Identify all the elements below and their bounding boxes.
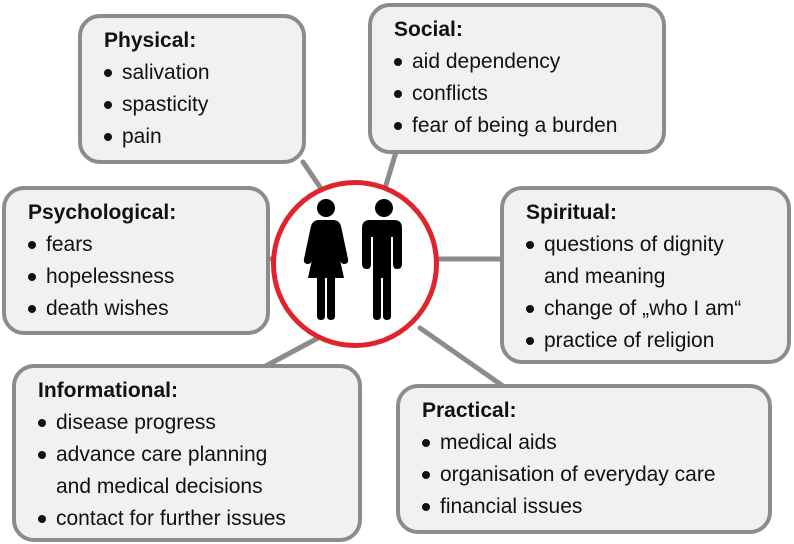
list-item: questions of dignity and meaning <box>526 229 777 293</box>
list-item: hopelessness <box>28 261 256 293</box>
social-box: Social: aid dependency conflicts fear of… <box>368 3 666 154</box>
list-item: disease progress <box>38 407 348 439</box>
practical-title: Practical: <box>422 399 517 422</box>
list-item: change of „who I am“ <box>526 293 777 325</box>
connector-physical <box>300 159 325 193</box>
list-item: financial issues <box>422 491 758 523</box>
woman-and-man-icon <box>303 199 402 320</box>
list-item: fears <box>28 229 256 261</box>
informational-box: Informational: disease progress advance … <box>12 364 362 542</box>
informational-item-line-1: advance care planning <box>56 443 268 466</box>
list-item: spasticity <box>104 89 292 121</box>
spiritual-list: questions of dignity and meaning change o… <box>526 229 777 357</box>
list-item: advance care planning and medical decisio… <box>38 439 348 503</box>
list-item: practice of religion <box>526 325 777 357</box>
list-item: medical aids <box>422 427 758 459</box>
practical-list: medical aids organisation of everyday ca… <box>422 427 758 523</box>
physical-title: Physical: <box>104 29 197 52</box>
physical-list: salivation spasticity pain <box>104 57 292 153</box>
connector-practical <box>417 325 506 389</box>
psychological-title: Psychological: <box>28 201 177 224</box>
spiritual-item-line-2: and meaning <box>544 265 666 288</box>
psychological-box: Psychological: fears hopelessness death … <box>2 186 270 335</box>
social-list: aid dependency conflicts fear of being a… <box>394 46 652 142</box>
spiritual-item-line-1: questions of dignity <box>544 233 724 256</box>
list-item: contact for further issues <box>38 503 348 535</box>
social-title: Social: <box>394 18 463 41</box>
list-item: conflicts <box>394 78 652 110</box>
connector-social <box>383 149 399 188</box>
practical-box: Practical: medical aids organisation of … <box>396 384 772 534</box>
informational-list: disease progress advance care planning an… <box>38 407 348 535</box>
informational-item-line-2: and medical decisions <box>56 475 263 498</box>
spiritual-box: Spiritual: questions of dignity and meani… <box>500 186 791 364</box>
list-item: organisation of everyday care <box>422 459 758 491</box>
center-circle <box>271 180 439 348</box>
psychological-list: fears hopelessness death wishes <box>28 229 256 325</box>
list-item: death wishes <box>28 293 256 325</box>
physical-box: Physical: salivation spasticity pain <box>78 14 306 164</box>
connector-informational <box>259 335 321 371</box>
spiritual-title: Spiritual: <box>526 201 618 224</box>
list-item: salivation <box>104 57 292 89</box>
list-item: pain <box>104 121 292 153</box>
informational-title: Informational: <box>38 379 178 402</box>
list-item: fear of being a burden <box>394 110 652 142</box>
list-item: aid dependency <box>394 46 652 78</box>
